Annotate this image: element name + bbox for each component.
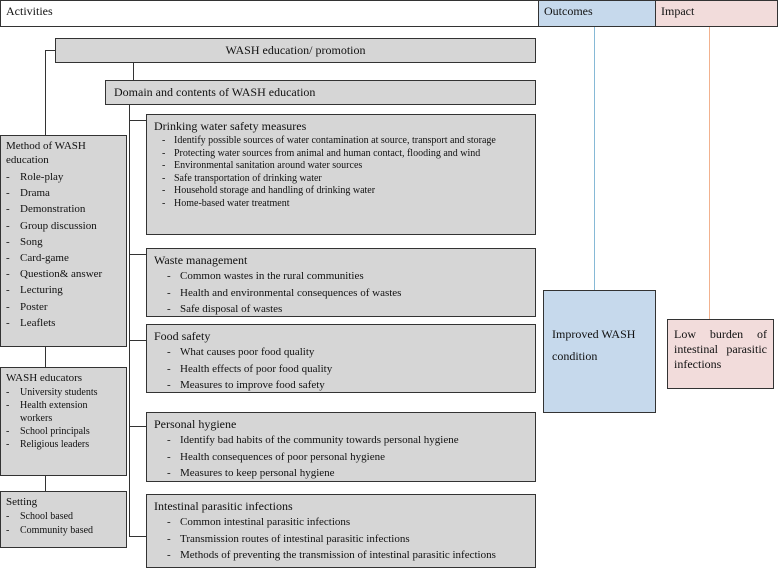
list-item: Common intestinal parasitic infections bbox=[154, 514, 528, 531]
list-item: Drama bbox=[6, 185, 121, 201]
setting-title: Setting bbox=[6, 496, 38, 508]
list-item: Transmission routes of intestinal parasi… bbox=[154, 531, 528, 548]
educators-box: WASH educators University students Healt… bbox=[0, 367, 127, 476]
list-item: Measures to improve food safety bbox=[154, 377, 528, 394]
waste-management-title: Waste management bbox=[154, 253, 248, 267]
domain-contents-box: Domain and contents of WASH education bbox=[105, 80, 536, 105]
list-item: Household storage and handling of drinki… bbox=[162, 185, 528, 198]
waste-management-box: Waste management Common wastes in the ru… bbox=[146, 248, 536, 317]
list-item: Question& answer bbox=[6, 266, 121, 282]
list-item: Religious leaders bbox=[6, 438, 121, 451]
list-item: Demonstration bbox=[6, 201, 121, 217]
list-item: School based bbox=[6, 510, 121, 524]
outcome-connector-line bbox=[594, 27, 595, 291]
connector-line bbox=[129, 120, 146, 121]
connector-line bbox=[129, 104, 130, 537]
list-item: Song bbox=[6, 234, 121, 250]
list-item: Safe disposal of wastes bbox=[154, 301, 528, 318]
connector-line bbox=[45, 346, 46, 368]
method-box: Method of WASH education Role-play Drama… bbox=[0, 135, 127, 347]
outcome-box: Improved WASH condition bbox=[543, 290, 656, 413]
list-item: Poster bbox=[6, 299, 121, 315]
setting-box: Setting School based Community based bbox=[0, 491, 127, 548]
list-item: Protecting water sources from animal and… bbox=[162, 148, 528, 161]
connector-line bbox=[129, 340, 146, 341]
personal-hygiene-title: Personal hygiene bbox=[154, 417, 237, 431]
impact-connector-line bbox=[709, 27, 710, 320]
list-item: Methods of preventing the transmission o… bbox=[154, 547, 528, 564]
list-item: School principals bbox=[6, 425, 121, 438]
impact-box: Low burden of intestinal parasitic infec… bbox=[667, 319, 774, 389]
personal-hygiene-box: Personal hygiene Identify bad habits of … bbox=[146, 412, 536, 482]
list-item: University students bbox=[6, 386, 121, 399]
wash-promotion-box: WASH education/ promotion bbox=[55, 38, 536, 63]
connector-line bbox=[129, 254, 146, 255]
drinking-water-list: Identify possible sources of water conta… bbox=[154, 135, 528, 210]
list-item: Identify possible sources of water conta… bbox=[162, 135, 528, 148]
connector-line bbox=[45, 50, 56, 51]
parasitic-infections-box: Intestinal parasitic infections Common i… bbox=[146, 494, 536, 568]
list-item: Community based bbox=[6, 524, 121, 538]
list-item: Measures to keep personal hygiene bbox=[154, 465, 528, 482]
list-item: Safe transportation of drinking water bbox=[162, 173, 528, 186]
list-item: Role-play bbox=[6, 169, 121, 185]
list-item: Environmental sanitation around water so… bbox=[162, 160, 528, 173]
list-item: Health consequences of poor personal hyg… bbox=[154, 449, 528, 466]
food-safety-list: What causes poor food quality Health eff… bbox=[154, 344, 528, 394]
activities-header: Activities bbox=[0, 0, 539, 27]
list-item: Home-based water treatment bbox=[162, 198, 528, 211]
list-item: Health effects of poor food quality bbox=[154, 361, 528, 378]
educators-title: WASH educators bbox=[6, 372, 83, 384]
food-safety-title: Food safety bbox=[154, 329, 211, 343]
setting-list: School based Community based bbox=[6, 510, 121, 538]
connector-line bbox=[133, 62, 134, 83]
connector-line bbox=[45, 475, 46, 492]
personal-hygiene-list: Identify bad habits of the community tow… bbox=[154, 432, 528, 482]
list-item: Identify bad habits of the community tow… bbox=[154, 432, 528, 449]
parasitic-infections-title: Intestinal parasitic infections bbox=[154, 499, 293, 513]
drinking-water-box: Drinking water safety measures Identify … bbox=[146, 114, 536, 235]
list-item: Lecturing bbox=[6, 282, 121, 298]
educators-list: University students Health extension wor… bbox=[6, 386, 121, 451]
list-item: What causes poor food quality bbox=[154, 344, 528, 361]
method-title: Method of WASH education bbox=[6, 140, 86, 166]
connector-line bbox=[45, 50, 46, 136]
list-item: Health extension workers bbox=[6, 399, 121, 425]
outcomes-header: Outcomes bbox=[538, 0, 656, 27]
list-item: Leaflets bbox=[6, 315, 121, 331]
impact-header: Impact bbox=[655, 0, 778, 27]
parasitic-infections-list: Common intestinal parasitic infections T… bbox=[154, 514, 528, 564]
connector-line bbox=[129, 536, 146, 537]
food-safety-box: Food safety What causes poor food qualit… bbox=[146, 324, 536, 393]
list-item: Common wastes in the rural communities bbox=[154, 268, 528, 285]
connector-line bbox=[129, 426, 146, 427]
list-item: Card-game bbox=[6, 250, 121, 266]
list-item: Group discussion bbox=[6, 218, 121, 234]
method-list: Role-play Drama Demonstration Group disc… bbox=[6, 169, 121, 331]
waste-management-list: Common wastes in the rural communities H… bbox=[154, 268, 528, 318]
list-item: Health and environmental consequences of… bbox=[154, 285, 528, 302]
drinking-water-title: Drinking water safety measures bbox=[154, 119, 307, 133]
